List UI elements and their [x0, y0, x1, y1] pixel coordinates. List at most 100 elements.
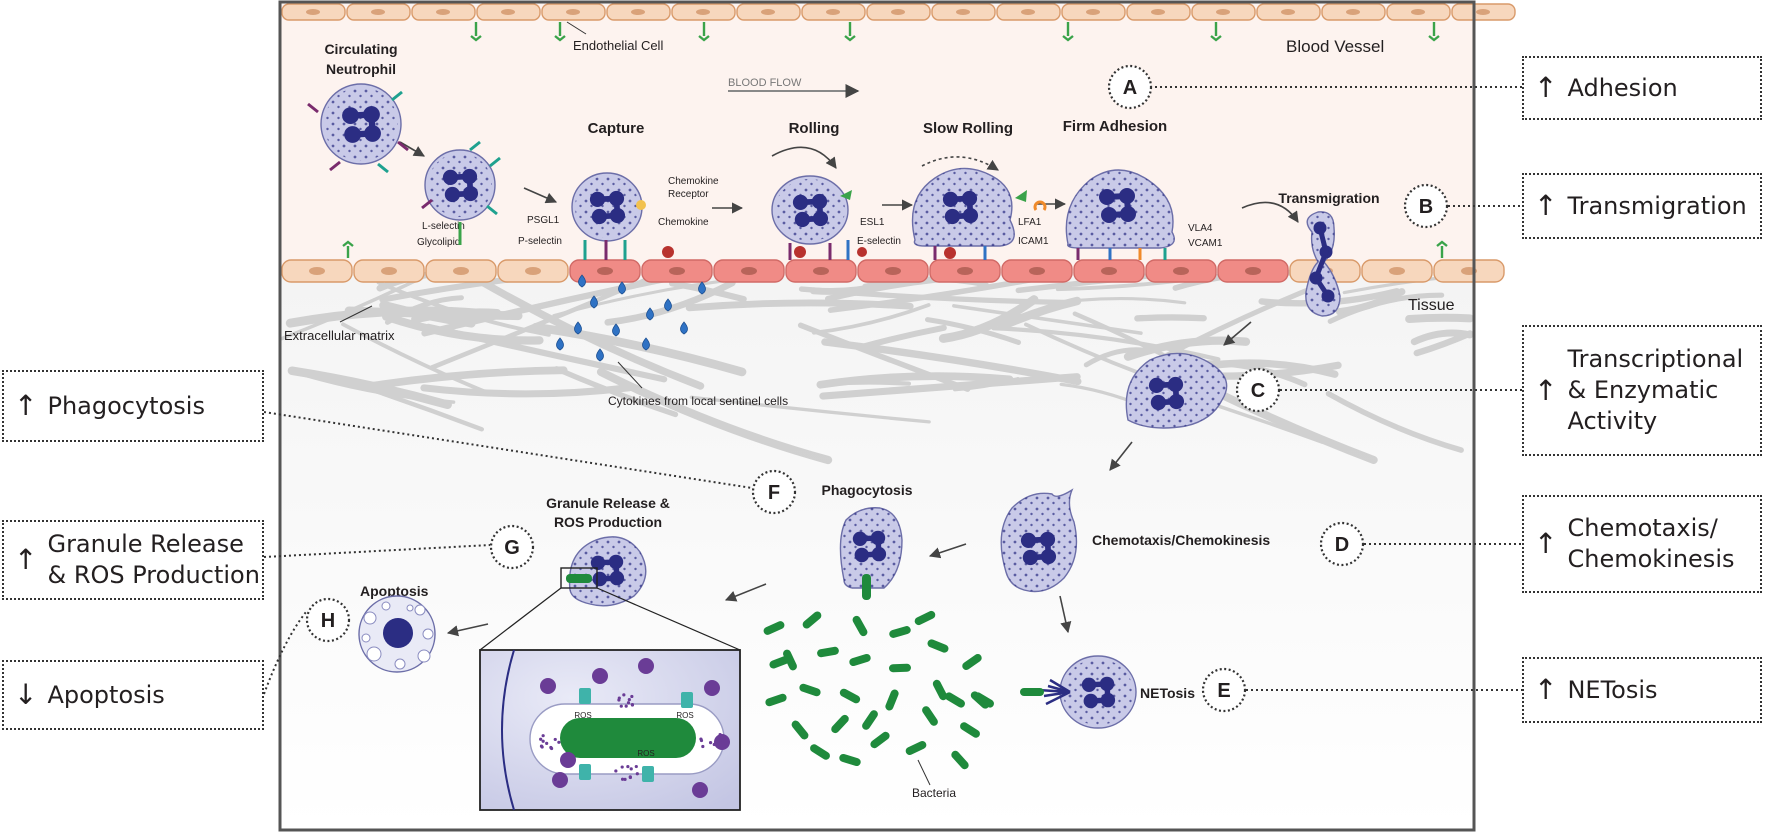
- ecm-fibre: [797, 322, 971, 392]
- condensed-nucleus: [383, 618, 413, 648]
- endothelial-nucleus: [1389, 267, 1405, 275]
- nucleus-lobe: [1148, 377, 1165, 393]
- endothelial-receptors: [342, 22, 1448, 258]
- ecm-fibre: [341, 322, 493, 396]
- bacterium: [769, 655, 791, 669]
- granule: [638, 658, 654, 674]
- ros-particle: [719, 733, 723, 737]
- bacterium: [839, 753, 861, 767]
- receptor-icon: [698, 22, 710, 42]
- nucleus-lobe: [962, 207, 979, 224]
- effect-granule-line-2: & ROS Production: [47, 561, 260, 589]
- endothelial-nucleus: [1151, 9, 1165, 15]
- marker-letter-f: F: [768, 482, 780, 504]
- nucleus-strand: [350, 111, 376, 138]
- cytokine-droplet: [698, 281, 706, 295]
- ecm-fibre: [1134, 314, 1207, 322]
- effect-phagocytosis-text: Phagocytosis: [47, 391, 205, 420]
- nucleus-strand: [950, 195, 974, 220]
- surface-molecule: [489, 156, 501, 168]
- marker-circle: [1319, 521, 1365, 567]
- tissue-label: Tissue: [1408, 297, 1455, 314]
- nucleus-lobe: [871, 546, 887, 562]
- cytokine-droplet: [590, 295, 598, 309]
- ros-particle: [549, 745, 553, 750]
- nucleus-lobe: [812, 210, 829, 227]
- circulating-neutrophil-2: [421, 140, 501, 245]
- firm-adhesion-neutrophil: [1065, 169, 1175, 260]
- marker-f: F: [751, 469, 797, 515]
- cytokine-droplet: [680, 321, 688, 335]
- cell-granules: [1063, 659, 1133, 725]
- chemokine-receptor-label-2: Receptor: [668, 189, 709, 200]
- arrow-to-chemotaxis: [1109, 441, 1133, 471]
- ros-particle: [614, 769, 618, 773]
- nucleus-lobe: [1099, 676, 1115, 692]
- nucleus-lobe: [608, 190, 625, 207]
- arrow-to-tissue-cell: [1223, 321, 1252, 346]
- ecm-fibre: [1325, 391, 1464, 453]
- effect-transcriptional-line-3: Activity: [1567, 406, 1658, 435]
- ros-particle: [717, 742, 721, 746]
- nadph-oxidase-icon: [579, 764, 591, 780]
- effect-box-netosis: ↑ NETosis: [1522, 657, 1762, 723]
- effect-transcriptional-line-1: Transcriptional: [1567, 345, 1744, 374]
- arrow-to-apoptosis: [446, 623, 489, 637]
- marker-h: H: [305, 597, 351, 643]
- receptor-icon: [1436, 240, 1448, 258]
- endothelial-nucleus: [1021, 9, 1035, 15]
- effect-box-transcriptional: ↑ Transcriptional & Enzymatic Activity: [1522, 325, 1762, 456]
- endothelial-nucleus: [631, 9, 645, 15]
- nucleus-strand: [1156, 381, 1180, 406]
- ros-particle: [620, 765, 624, 769]
- diagram-frame: [278, 0, 1476, 832]
- ecm-fibre: [689, 395, 931, 424]
- arrow-to-phagocytosis: [928, 543, 967, 559]
- ecm-fibre: [823, 380, 912, 387]
- ros-particle: [708, 741, 713, 745]
- nucleus-lobe: [1101, 207, 1117, 223]
- bacterium: [799, 683, 821, 697]
- effect-chemotaxis-line-2: Chemokinesis: [1567, 545, 1735, 573]
- nucleus-strand: [597, 559, 620, 582]
- bacterium: [932, 679, 948, 701]
- zoom-bacterium: [560, 718, 696, 758]
- effect-granule-text: Granule Release & ROS Production: [47, 529, 259, 590]
- chemokine-icon: [794, 246, 806, 258]
- marker-letter-b: B: [1419, 196, 1433, 218]
- nucleus-lobe: [811, 193, 828, 210]
- arrow-to-capture: [523, 187, 558, 204]
- endothelial-nucleus: [306, 9, 320, 15]
- nucleus-lobe: [342, 107, 359, 124]
- granule: [704, 680, 720, 696]
- effect-box-phagocytosis: ↑ Phagocytosis: [2, 370, 264, 442]
- nucleus-lobe: [870, 530, 886, 546]
- ecm-fibre: [299, 372, 456, 404]
- nucleus-lobe: [1083, 693, 1099, 709]
- apoptotic-vesicle: [394, 658, 406, 670]
- ecm-fibre: [1405, 313, 1474, 323]
- granule: [714, 734, 730, 750]
- ros-particle: [622, 693, 626, 697]
- endothelial-nucleus: [1281, 9, 1295, 15]
- ros-particle: [630, 694, 634, 699]
- arrow-to-netosis: [1059, 595, 1072, 634]
- leader-f: [263, 411, 753, 489]
- endothelial-nucleus: [669, 267, 685, 275]
- ros-particle: [628, 775, 632, 779]
- ecm-fibre: [475, 276, 705, 390]
- surface-molecule: [307, 102, 319, 114]
- bacterium: [817, 646, 839, 658]
- ecm-fibre: [924, 317, 1022, 345]
- transmigrating-neutrophil: [1305, 211, 1341, 317]
- cytokine-droplets: [556, 274, 706, 362]
- effect-transcriptional-line-2: & Enzymatic: [1567, 376, 1719, 405]
- chemotaxis-label: Chemotaxis/Chemokinesis: [1092, 532, 1270, 548]
- granule: [540, 678, 556, 694]
- slow-rolling-curve-arrow: [921, 156, 999, 171]
- endothelial-nucleus: [1411, 9, 1425, 15]
- ecm-fibre: [798, 286, 1078, 306]
- endothelial-nucleus: [453, 267, 469, 275]
- granule-label-2: ROS Production: [554, 514, 662, 530]
